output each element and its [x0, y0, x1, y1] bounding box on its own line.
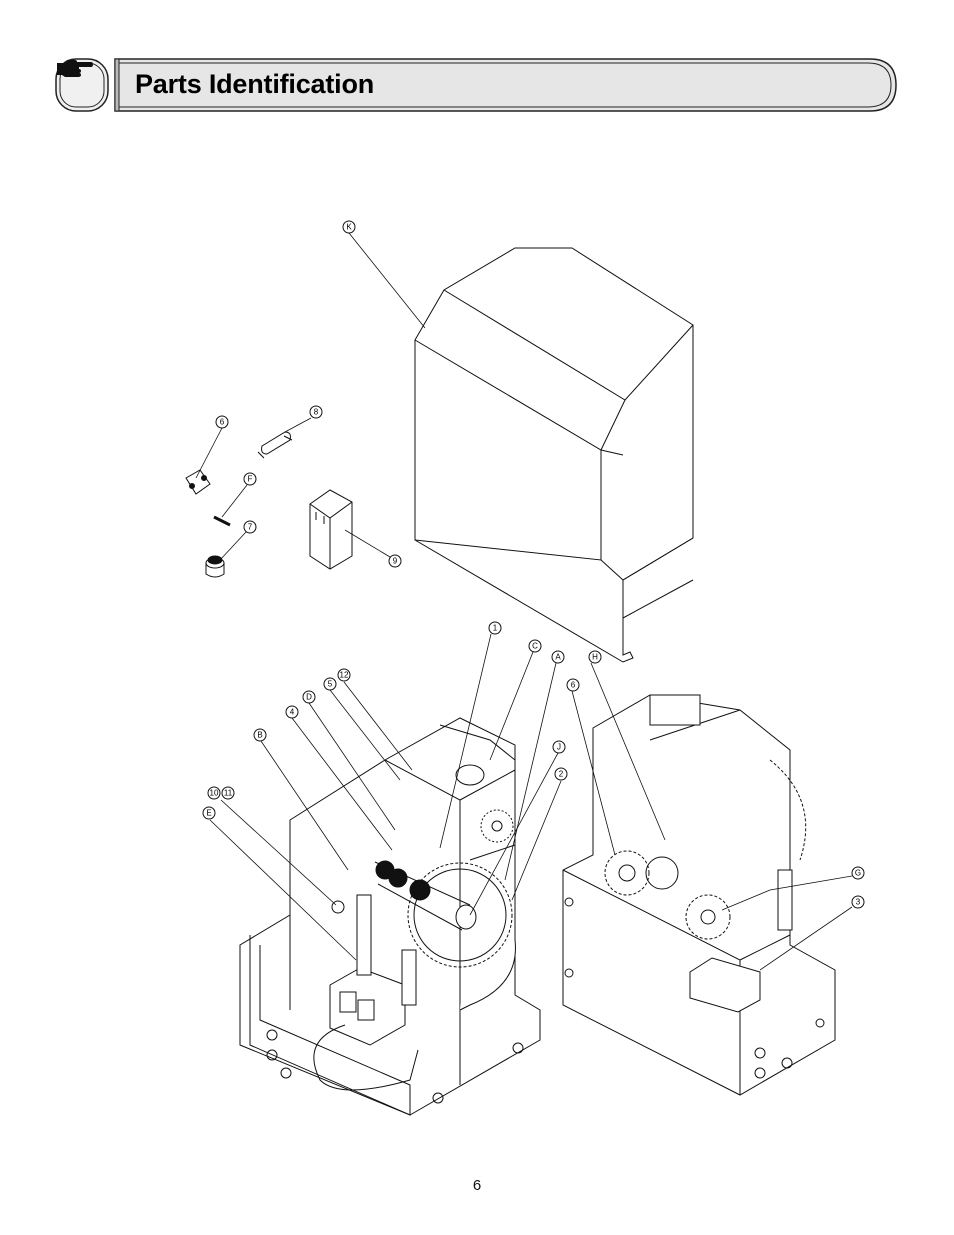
- svg-text:6: 6: [571, 681, 576, 690]
- callout-C: C: [528, 639, 542, 653]
- svg-text:H: H: [592, 653, 598, 662]
- svg-text:5: 5: [328, 680, 333, 689]
- callout-5: 5: [323, 677, 337, 691]
- svg-text:2: 2: [559, 770, 564, 779]
- callout-12: 12: [337, 668, 351, 682]
- right-assembly: [562, 694, 836, 1096]
- pointing-hand-icon: [55, 57, 111, 113]
- callout-1: 1: [488, 621, 502, 635]
- section-header: Parts Identification: [55, 57, 898, 113]
- cover-part: [414, 247, 694, 663]
- small-parts: [185, 431, 353, 578]
- svg-text:3: 3: [856, 898, 861, 907]
- svg-text:E: E: [206, 809, 211, 818]
- leader-lines: [195, 232, 853, 971]
- callout-8: 8: [309, 405, 323, 419]
- svg-text:10: 10: [210, 789, 219, 798]
- svg-text:D: D: [306, 693, 312, 702]
- svg-text:G: G: [855, 869, 861, 878]
- page-number: 6: [472, 1177, 482, 1194]
- callout-J: J: [552, 740, 566, 754]
- callout-11: 11: [221, 786, 235, 800]
- svg-text:1: 1: [493, 624, 498, 633]
- callout-H: H: [588, 650, 602, 664]
- callout-7: 7: [243, 520, 257, 534]
- svg-text:B: B: [257, 731, 262, 740]
- callout-B: B: [253, 728, 267, 742]
- svg-text:12: 12: [340, 671, 349, 680]
- svg-text:11: 11: [224, 789, 233, 798]
- callout-E: E: [202, 806, 216, 820]
- callout-9: 9: [388, 554, 402, 568]
- svg-text:A: A: [555, 653, 561, 662]
- svg-text:7: 7: [248, 523, 253, 532]
- callout-K: K: [342, 220, 356, 234]
- svg-text:4: 4: [290, 708, 295, 717]
- page-title: Parts Identification: [135, 69, 375, 99]
- left-assembly: [239, 717, 541, 1116]
- callout-4: 4: [285, 705, 299, 719]
- callout-2: 2: [554, 767, 568, 781]
- svg-text:C: C: [532, 642, 538, 651]
- callout-6-lower: 6: [566, 678, 580, 692]
- callout-A: A: [551, 650, 565, 664]
- callout-6-upper: 6: [215, 415, 229, 429]
- header-frame: [55, 58, 897, 112]
- callout-G: G: [851, 866, 865, 880]
- svg-text:6: 6: [220, 418, 225, 427]
- callout-10: 10: [207, 786, 221, 800]
- callout-D: D: [302, 690, 316, 704]
- callout-F: F: [243, 472, 257, 486]
- svg-text:K: K: [346, 223, 352, 232]
- svg-text:J: J: [557, 743, 561, 752]
- callout-balloons: K 6 8 F 7 9 1 C A H 6 12 5 D 4 B J 2 10 …: [202, 220, 865, 909]
- svg-text:F: F: [248, 475, 253, 484]
- callout-3: 3: [851, 895, 865, 909]
- svg-text:8: 8: [314, 408, 319, 417]
- svg-text:9: 9: [393, 557, 398, 566]
